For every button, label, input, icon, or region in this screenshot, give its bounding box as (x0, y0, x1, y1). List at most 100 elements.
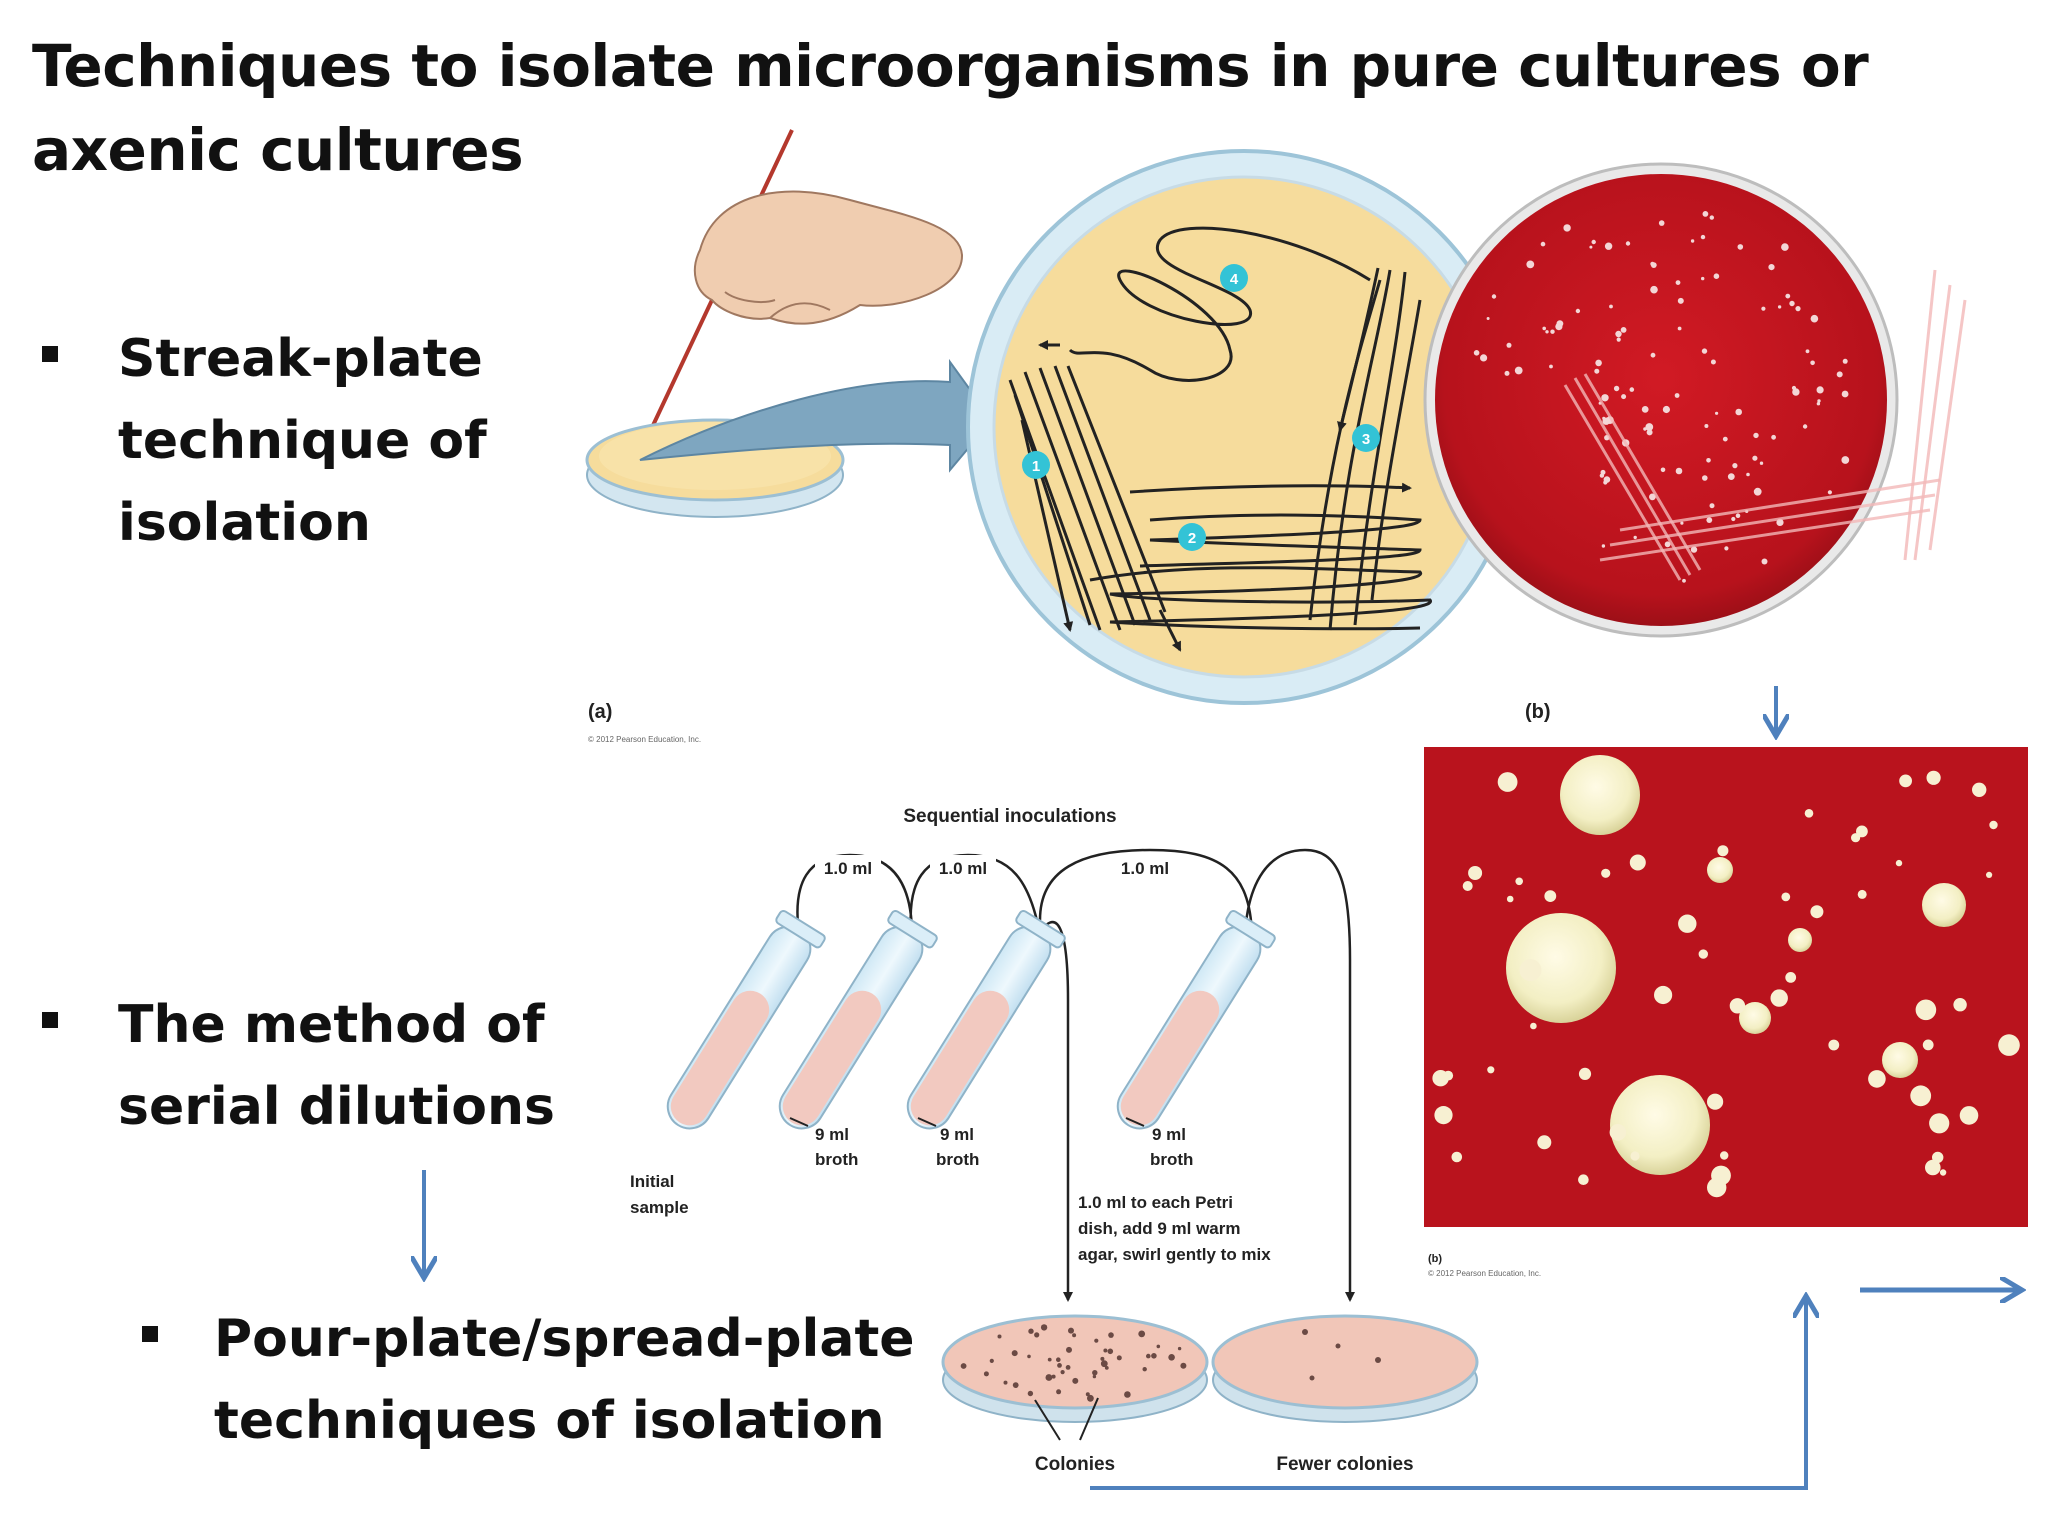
bullet-text: Streak-plate technique of isolation (118, 329, 487, 553)
colony-dot (1842, 358, 1848, 364)
test-tube (666, 909, 826, 1130)
colony (1678, 914, 1697, 933)
bullet-square-icon (42, 1012, 58, 1028)
colony-dot (1768, 264, 1775, 271)
colony-dot (1107, 1348, 1114, 1355)
colony (1922, 883, 1966, 927)
colony (1953, 998, 1967, 1012)
colony (1895, 859, 1903, 867)
colony-dot (1650, 285, 1658, 294)
colony-dot (1072, 1377, 1079, 1384)
inset-label: (b) (1428, 1253, 1442, 1265)
instruction-note: agar, swirl gently to mix (1078, 1245, 1271, 1264)
colony-dot (1103, 1348, 1108, 1353)
colony (1451, 1151, 1463, 1163)
colony-dot (1643, 427, 1647, 431)
colony-dot (1040, 1324, 1048, 1331)
colony (1925, 1159, 1941, 1176)
plate-colonies (1473, 211, 1850, 583)
colony (1857, 889, 1867, 899)
colony-dot (1706, 458, 1711, 463)
colony (1922, 1039, 1934, 1051)
colony-dot (1138, 1330, 1146, 1338)
colony-dot (1092, 1374, 1097, 1379)
colony-dot (1100, 1356, 1105, 1361)
colony (1434, 1106, 1453, 1125)
colony-dot (1094, 1338, 1099, 1343)
colony-dot (1700, 234, 1706, 240)
colony (1932, 1151, 1944, 1164)
colony (1530, 1022, 1537, 1030)
colony (1707, 857, 1733, 883)
colony (1707, 1093, 1724, 1110)
colony-dot (1810, 314, 1819, 323)
step-number: 3 (1362, 431, 1370, 448)
colony-dot (1690, 239, 1695, 243)
colony (1629, 854, 1646, 871)
colony-dot (1702, 211, 1709, 217)
colony-dot (1012, 1382, 1019, 1388)
colony (1462, 881, 1473, 891)
colony-dot (1156, 1344, 1161, 1349)
colony-dot (1735, 408, 1742, 416)
colony (1711, 1165, 1731, 1186)
colony (1720, 1151, 1729, 1160)
colony-dot (1142, 1367, 1147, 1372)
streak-plate-figure: 1 2 3 4 (a) © 2012 Pearson Education, In… (585, 129, 1522, 744)
panel-a-label: (a) (588, 701, 612, 723)
colony-dot (1674, 393, 1680, 398)
colony-dot (1706, 517, 1713, 523)
colony-dot (1715, 411, 1719, 415)
colony-dot (1057, 1363, 1062, 1368)
bullet-square-icon (142, 1326, 158, 1342)
colony (1770, 989, 1788, 1007)
colony-dot (1066, 1346, 1072, 1353)
inset-credit: © 2012 Pearson Education, Inc. (1428, 1269, 1541, 1278)
colony-dot (1072, 1333, 1077, 1338)
colony-dot (1677, 326, 1682, 331)
colony-dot (1664, 541, 1671, 548)
colony-dot (1660, 467, 1666, 473)
colony-dot (1146, 1353, 1151, 1359)
colony-dot (1506, 342, 1512, 348)
transfer-arrows (796, 848, 1355, 1302)
colony-dot (1713, 273, 1720, 280)
hand-icon (693, 190, 964, 325)
step-number: 4 (1230, 271, 1239, 288)
serial-dilution-figure: Sequential inoculations 1.0 ml 1.0 ml 1.… (630, 806, 1479, 1475)
colony-dot (1810, 360, 1815, 366)
colony-dot (1060, 1370, 1065, 1375)
colony-dot (1011, 1350, 1018, 1357)
colony-dot (1092, 1370, 1098, 1376)
colony-dot (1753, 487, 1762, 496)
colony (1443, 1070, 1454, 1081)
bullet-streak-plate: Streak-plate technique of isolation (42, 318, 562, 564)
colony (1986, 871, 1993, 879)
colony (1497, 772, 1518, 792)
colony-dot (1065, 1365, 1071, 1370)
petri-dish-colonies (941, 1314, 1209, 1423)
colony-dot (1625, 241, 1631, 246)
colony-dot (989, 1358, 994, 1363)
colony-dot (1722, 436, 1728, 442)
colony-dot (1785, 293, 1791, 299)
initial-label: sample (630, 1198, 689, 1217)
bullet-serial-dilutions: The method of serial dilutions (42, 984, 602, 1148)
colony (1781, 892, 1791, 902)
colony-dot (1650, 352, 1656, 358)
plate-label-fewer-colonies: Fewer colonies (1276, 1454, 1413, 1475)
colony (1609, 1124, 1627, 1141)
test-tube (1116, 909, 1276, 1130)
colony-dot (1613, 385, 1620, 392)
colony (1785, 972, 1797, 983)
bullet-pour-plate: Pour-plate/spread-plate techniques of is… (142, 1298, 962, 1462)
colony-dot (1104, 1366, 1109, 1370)
blood-agar-plate-photo: (b) (1423, 162, 1967, 734)
colony-dot (1124, 1391, 1131, 1398)
colony-dot (1056, 1389, 1062, 1395)
colony (1868, 1070, 1886, 1088)
colony-dot (1595, 359, 1602, 367)
colony-dot (1621, 394, 1627, 400)
hand-illustration (630, 129, 964, 471)
